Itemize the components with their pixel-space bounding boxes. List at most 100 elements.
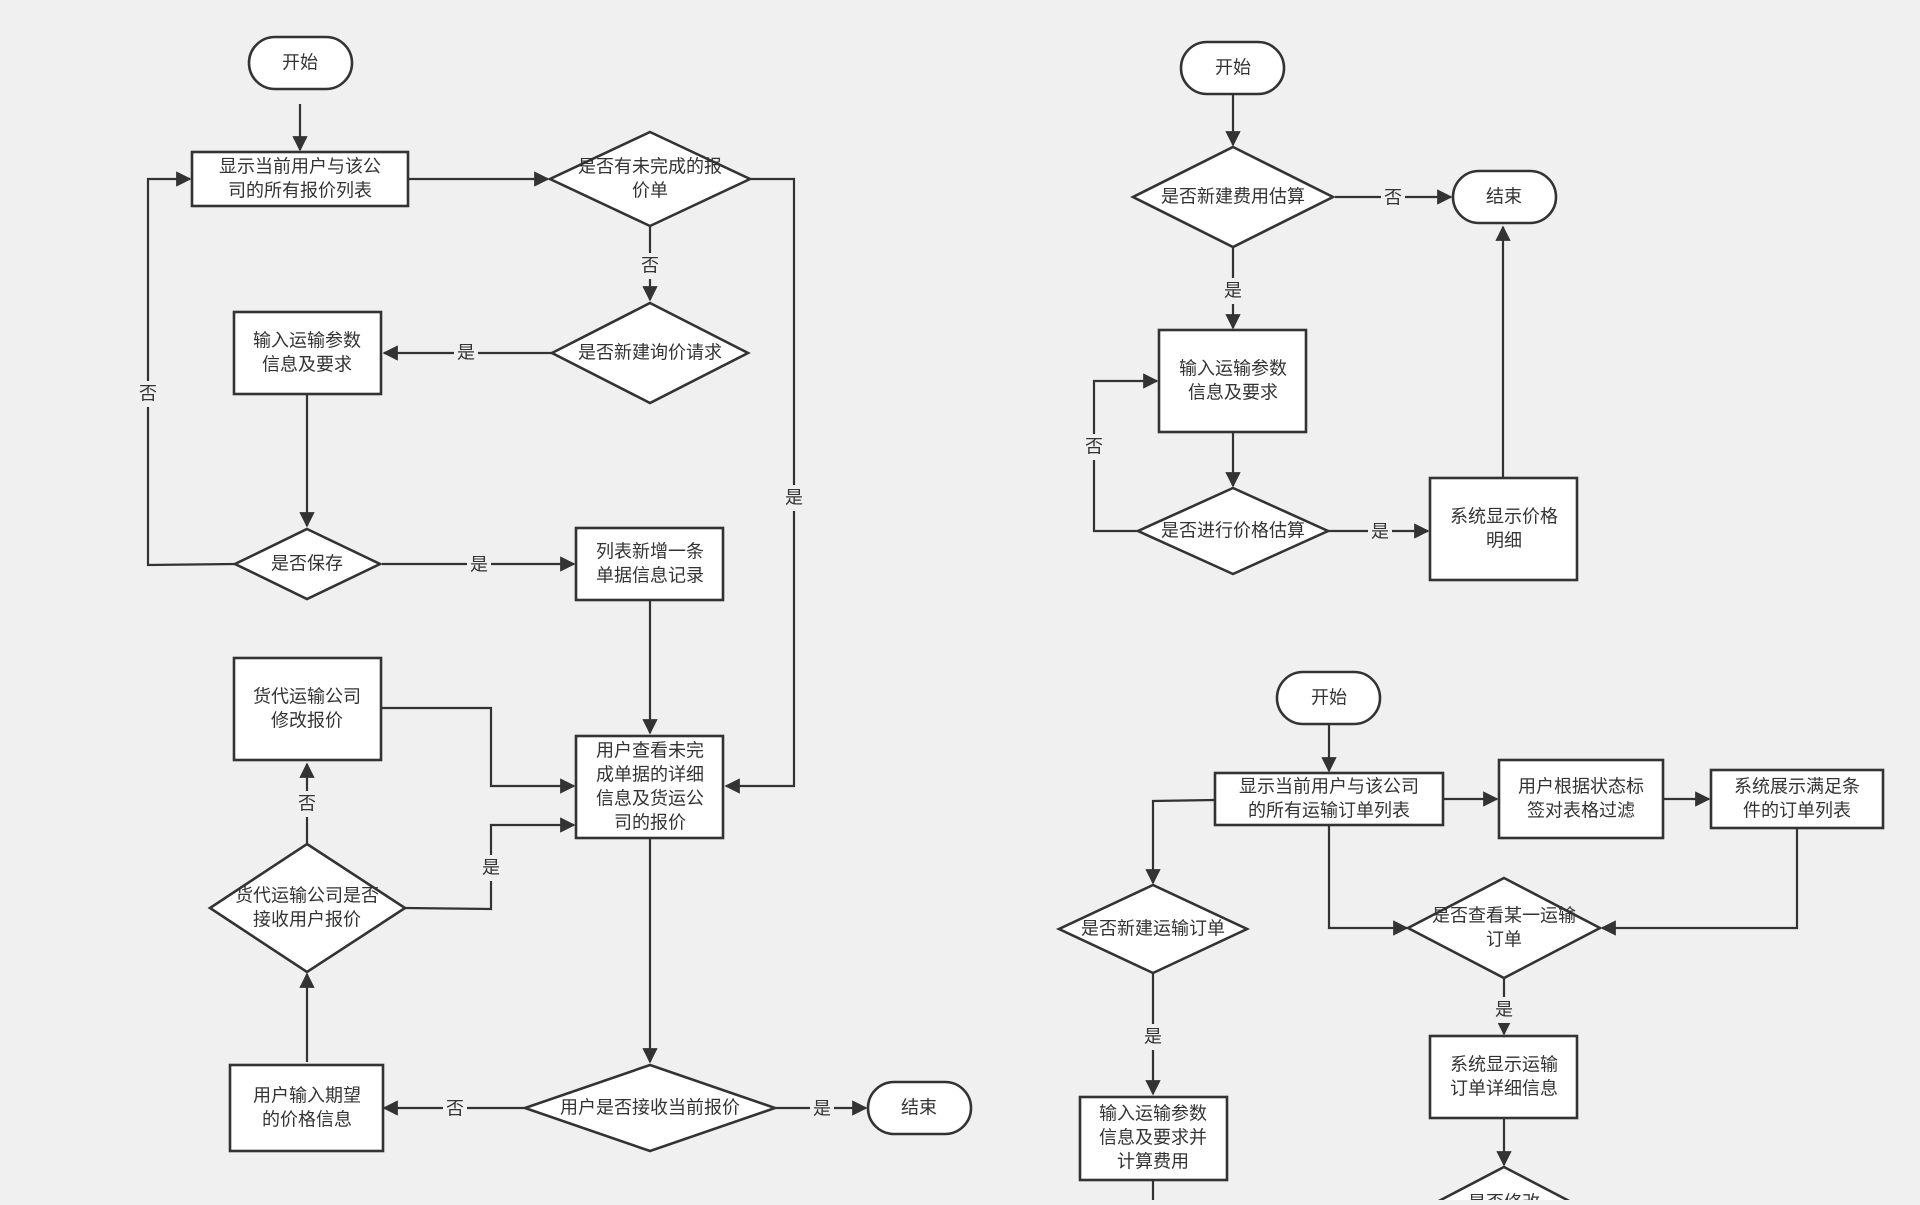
node-b-start: 开始 bbox=[1179, 40, 1286, 96]
c-show-detail-line-1: 系统显示运输 bbox=[1450, 1055, 1558, 1076]
edge-label-a-forwarder-yes-text: 是 bbox=[482, 858, 500, 879]
node-b-end: 结束 bbox=[1451, 169, 1558, 225]
edge-c-showfiltered-vieworder bbox=[1600, 829, 1799, 936]
node-c-show-detail: 系统显示运输订单详细信息 bbox=[1428, 1034, 1579, 1120]
edge-label-a-useraccept-yes-text: 是 bbox=[813, 1099, 831, 1120]
edge-label-b-newestimate-no: 否 bbox=[1381, 185, 1405, 211]
node-a-start: 开始 bbox=[247, 35, 354, 91]
c-modify-line-1: 是否修改 bbox=[1468, 1193, 1540, 1201]
a-view-detail-line-2: 成单据的详细 bbox=[596, 765, 704, 786]
node-a-user-input-price-text: 用户输入期望的价格信息 bbox=[253, 1086, 361, 1131]
b-input-params-line-1: 输入运输参数 bbox=[1179, 359, 1287, 380]
b-do-estimate-line-1: 是否进行价格估算 bbox=[1161, 521, 1305, 542]
node-c-input-params-text: 输入运输参数信息及要求并计算费用 bbox=[1099, 1104, 1207, 1173]
edge-label-b-doestimate-yes: 是 bbox=[1368, 519, 1392, 545]
node-a-unfinished: 是否有未完成的报价单 bbox=[546, 130, 754, 228]
edge-label-a-save-no: 否 bbox=[136, 381, 160, 407]
a-unfinished-line-2: 价单 bbox=[632, 181, 668, 202]
node-c-new-order: 是否新建运输订单 bbox=[1055, 883, 1251, 975]
node-a-input-params-text: 输入运输参数信息及要求 bbox=[253, 331, 361, 376]
node-a-save-text: 是否保存 bbox=[271, 554, 343, 575]
a-input-params-line-2: 信息及要求 bbox=[262, 355, 352, 376]
node-b-new-estimate-text: 是否新建费用估算 bbox=[1161, 187, 1305, 208]
node-a-start-text: 开始 bbox=[282, 53, 318, 74]
edge-c-list-neworder bbox=[1145, 798, 1216, 885]
c-new-order-line-1: 是否新建运输订单 bbox=[1081, 919, 1225, 940]
node-a-end-text: 结束 bbox=[901, 1098, 937, 1119]
a-save-line-1: 是否保存 bbox=[271, 554, 343, 575]
c-filter-line-2: 签对表格过滤 bbox=[1527, 801, 1635, 822]
edge-label-b-doestimate-yes-text: 是 bbox=[1371, 522, 1389, 543]
node-c-input-params: 输入运输参数信息及要求并计算费用 bbox=[1078, 1095, 1229, 1182]
node-a-forwarder-accept: 货代运输公司是否接收用户报价 bbox=[207, 842, 408, 974]
b-new-estimate-line-1: 是否新建费用估算 bbox=[1161, 187, 1305, 208]
node-b-do-estimate: 是否进行价格估算 bbox=[1134, 486, 1332, 576]
node-c-new-order-text: 是否新建运输订单 bbox=[1081, 919, 1225, 940]
edge-label-a-newinquiry-yes-text: 是 bbox=[457, 343, 475, 364]
node-a-new-inquiry-text: 是否新建询价请求 bbox=[578, 343, 722, 364]
edge-label-a-forwarder-yes: 是 bbox=[479, 855, 503, 881]
c-list-line-1: 显示当前用户与该公司 bbox=[1239, 777, 1419, 798]
node-a-user-accept: 用户是否接收当前报价 bbox=[521, 1063, 779, 1153]
node-c-show-filtered-text: 系统展示满足条件的订单列表 bbox=[1734, 777, 1860, 822]
edge-labels: 否 是 否 是 是 否 是 否 是 否 是 否 是 是 是 bbox=[136, 185, 1516, 1122]
edge-label-b-newestimate-no-text: 否 bbox=[1384, 188, 1402, 209]
a-user-input-price-line-1: 用户输入期望 bbox=[253, 1086, 361, 1107]
node-a-add-record-text: 列表新增一条单据信息记录 bbox=[596, 542, 704, 587]
node-c-view-order: 是否查看某一运输订单 bbox=[1405, 876, 1603, 980]
c-filter-line-1: 用户根据状态标 bbox=[1518, 777, 1644, 798]
c-list-line-2: 的所有运输订单列表 bbox=[1248, 801, 1410, 822]
a-add-record-line-2: 单据信息记录 bbox=[596, 566, 704, 587]
node-c-view-order-text: 是否查看某一运输订单 bbox=[1432, 906, 1576, 951]
node-c-start-text: 开始 bbox=[1311, 688, 1347, 709]
a-end-line-1: 结束 bbox=[901, 1098, 937, 1119]
node-b-end-text: 结束 bbox=[1486, 187, 1522, 208]
node-c-start: 开始 bbox=[1275, 670, 1382, 726]
node-c-modify-text: 是否修改 bbox=[1468, 1193, 1540, 1201]
a-forwarder-accept-line-1: 货代运输公司是否 bbox=[235, 886, 379, 907]
node-b-show-price: 系统显示价格明细 bbox=[1428, 476, 1579, 582]
node-a-user-accept-text: 用户是否接收当前报价 bbox=[560, 1098, 740, 1119]
edge-label-c-neworder-yes: 是 bbox=[1141, 1024, 1165, 1050]
node-b-new-estimate: 是否新建费用估算 bbox=[1130, 145, 1336, 249]
edge-label-c-vieworder-yes-text: 是 bbox=[1495, 1000, 1513, 1021]
edge-label-a-unfinished-yes-text: 是 bbox=[785, 488, 803, 509]
node-a-end: 结束 bbox=[866, 1080, 973, 1136]
edge-label-a-unfinished-no-text: 否 bbox=[641, 256, 659, 277]
node-a-add-record: 列表新增一条单据信息记录 bbox=[574, 526, 725, 602]
a-forwarder-accept-line-2: 接收用户报价 bbox=[253, 910, 361, 931]
a-forwarder-modify-line-1: 货代运输公司 bbox=[253, 687, 361, 708]
edge-label-a-useraccept-no: 否 bbox=[443, 1096, 467, 1122]
c-start-line-1: 开始 bbox=[1311, 688, 1347, 709]
edge-label-a-forwarder-no-text: 否 bbox=[298, 794, 316, 815]
edge-label-a-unfinished-yes: 是 bbox=[782, 485, 806, 511]
node-a-unfinished-text: 是否有未完成的报价单 bbox=[578, 157, 722, 202]
edge-label-b-doestimate-no: 否 bbox=[1082, 434, 1106, 460]
node-a-list-text: 显示当前用户与该公司的所有报价列表 bbox=[219, 157, 381, 202]
node-a-save: 是否保存 bbox=[232, 527, 384, 601]
edges bbox=[146, 95, 1799, 1200]
a-add-record-line-1: 列表新增一条 bbox=[596, 542, 704, 563]
c-show-filtered-line-1: 系统展示满足条 bbox=[1734, 777, 1860, 798]
node-a-forwarder-modify-text: 货代运输公司修改报价 bbox=[253, 687, 361, 732]
a-view-detail-line-3: 信息及货运公 bbox=[596, 789, 704, 810]
a-new-inquiry-line-1: 是否新建询价请求 bbox=[578, 343, 722, 364]
node-a-user-input-price: 用户输入期望的价格信息 bbox=[228, 1063, 385, 1153]
a-view-detail-line-1: 用户查看未完 bbox=[596, 741, 704, 762]
edge-label-b-doestimate-no-text: 否 bbox=[1085, 437, 1103, 458]
edge-label-b-newestimate-yes-text: 是 bbox=[1224, 281, 1242, 302]
node-c-list-text: 显示当前用户与该公司的所有运输订单列表 bbox=[1239, 777, 1419, 822]
c-input-params-line-2: 信息及要求并 bbox=[1099, 1128, 1207, 1149]
c-input-params-line-3: 计算费用 bbox=[1117, 1152, 1189, 1173]
a-view-detail-line-4: 司的报价 bbox=[614, 813, 686, 834]
c-view-order-line-1: 是否查看某一运输 bbox=[1432, 906, 1576, 927]
a-unfinished-line-1: 是否有未完成的报 bbox=[578, 157, 722, 178]
node-b-show-price-text: 系统显示价格明细 bbox=[1450, 507, 1558, 552]
node-c-show-filtered: 系统展示满足条件的订单列表 bbox=[1709, 768, 1885, 830]
node-a-forwarder-accept-text: 货代运输公司是否接收用户报价 bbox=[235, 886, 379, 931]
edge-label-c-neworder-yes-text: 是 bbox=[1144, 1027, 1162, 1048]
a-start-line-1: 开始 bbox=[282, 53, 318, 74]
node-a-forwarder-modify: 货代运输公司修改报价 bbox=[232, 656, 383, 762]
